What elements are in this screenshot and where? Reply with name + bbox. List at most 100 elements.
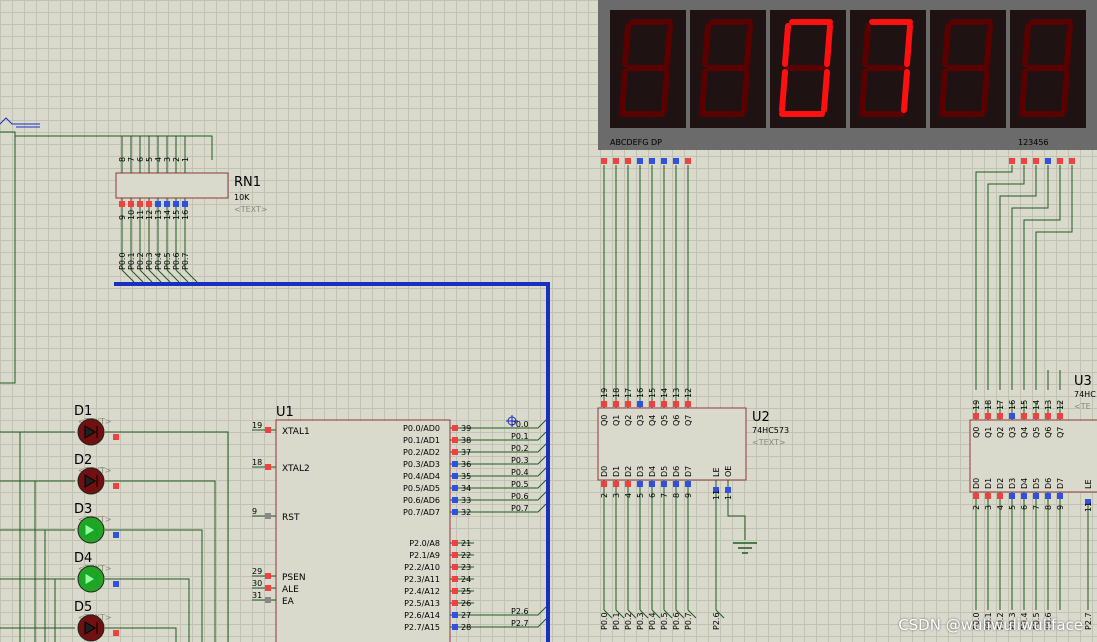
pin-marker	[1057, 493, 1063, 499]
led-d1[interactable]: D1<TEXT>	[74, 404, 119, 446]
latch-u3[interactable]: U3 74HC <TE 19Q018Q117Q216Q315Q414Q513Q6…	[969, 374, 1097, 630]
latch-d-pin-num: 6	[1020, 505, 1029, 510]
latch-d-pin-name: D7	[1056, 478, 1065, 489]
u1-net-label: P0.1	[511, 432, 529, 441]
segment-c	[661, 69, 670, 113]
latch-q-pin-name: Q4	[648, 415, 657, 426]
pin-marker	[973, 493, 979, 499]
rn1-ref: RN1	[234, 175, 261, 190]
latch-q-pin-num: 19	[972, 400, 981, 410]
u1-net-label: P0.5	[511, 480, 529, 489]
latch-net-label: P2.6	[712, 612, 721, 630]
latch-q-pin-name: Q7	[684, 415, 693, 426]
rn1-top-pin-num: 3	[163, 157, 172, 162]
led-d2[interactable]: D2<TEXT>	[74, 453, 119, 495]
latch-q-pin-name: Q1	[612, 415, 621, 426]
pin-marker	[119, 201, 125, 207]
rn1-top-pin-num: 5	[145, 157, 154, 162]
rn1-top-pin-num: 8	[118, 157, 127, 162]
pin-marker	[625, 158, 631, 164]
pin-marker	[452, 509, 458, 515]
digit-3	[770, 10, 846, 128]
u1-pin-num: 35	[461, 472, 471, 481]
latch-d-pin-name: D5	[1032, 478, 1041, 489]
digit-5	[930, 10, 1006, 128]
u1-pin-num: 26	[461, 599, 471, 608]
pin-marker	[673, 401, 679, 407]
u1-pin-name: P0.6/AD6	[403, 496, 440, 505]
segment-b	[664, 23, 673, 67]
u1-pin-num: 32	[461, 508, 471, 517]
u1-ref: U1	[276, 405, 294, 420]
latch-ctl-pin-name: OE	[724, 466, 733, 477]
pin-marker	[452, 473, 458, 479]
latch-net-label: P0.5	[660, 612, 669, 630]
segment-e	[1019, 69, 1028, 113]
power-terminal-icon[interactable]	[0, 117, 40, 128]
latch-d-pin-num: 9	[684, 493, 693, 498]
u1-pin-name: XTAL2	[282, 464, 310, 474]
led-ref: D3	[74, 502, 92, 517]
rn1-net-label: P0.4	[154, 252, 163, 270]
seven-segment-display[interactable]: ABCDEFG DP 123456	[598, 0, 1097, 164]
digit-select-label: 123456	[1018, 138, 1049, 147]
u1-pin-num: 25	[461, 587, 471, 596]
latch-ctl-pin-num: 1	[724, 495, 733, 500]
u1-pin-num: 33	[461, 496, 471, 505]
pin-marker	[601, 481, 607, 487]
pin-marker	[649, 158, 655, 164]
pin-marker	[452, 425, 458, 431]
latch-q-pin-name: Q3	[1008, 427, 1017, 438]
display-pins	[601, 158, 1075, 164]
pin-marker	[1033, 493, 1039, 499]
latch-net-label: P0.4	[1020, 612, 1029, 630]
latch-net-label: P0.5	[1032, 612, 1041, 630]
latch-q-pin-num: 16	[636, 388, 645, 398]
latch-q-pin-name: Q7	[1056, 427, 1065, 438]
u1-pin-name: P2.3/A11	[404, 575, 440, 584]
u1-net-label: P0.4	[511, 468, 529, 477]
latch-q-pin-name: Q2	[996, 427, 1005, 438]
pin-marker	[265, 573, 271, 579]
rn1-bottom-pin-num: 15	[172, 210, 181, 220]
segment-e	[859, 69, 868, 113]
pin-marker	[685, 158, 691, 164]
u1-pin-num: 28	[461, 623, 471, 632]
u1-pin-name: PSEN	[282, 573, 306, 583]
latch-q-pin-num: 15	[1020, 400, 1029, 410]
u2-pins: 19Q018Q117Q216Q315Q414Q513Q612Q7D02P0.0D…	[600, 388, 733, 630]
latch-d-pin-num: 4	[624, 493, 633, 498]
rn1-net-label: P0.5	[163, 252, 172, 270]
u3-text: <TE	[1074, 402, 1091, 411]
rn1-top-pin-num: 7	[127, 157, 136, 162]
rn1-bottom-pin-num: 14	[163, 210, 172, 220]
segment-f	[702, 23, 711, 67]
led-d5[interactable]: D5<TEXT>	[74, 600, 119, 642]
led-d3[interactable]: D3<TEXT>	[74, 502, 119, 544]
latch-d-pin-name: D3	[1008, 478, 1017, 489]
digit-4	[850, 10, 926, 128]
led-ref: D5	[74, 600, 92, 615]
pin-marker	[725, 487, 731, 493]
latch-u2[interactable]: U2 74HC573 <TEXT> 19Q018Q117Q216Q315Q414…	[597, 388, 789, 630]
pin-marker	[452, 461, 458, 467]
latch-q-pin-name: Q5	[1032, 427, 1041, 438]
pin-marker	[128, 201, 134, 207]
u1-pin-name: XTAL1	[282, 427, 310, 437]
latch-d-pin-num: 3	[612, 493, 621, 498]
pin-marker	[685, 401, 691, 407]
u1-pin-num: 31	[252, 591, 262, 600]
latch-d-pin-name: D3	[636, 466, 645, 477]
rn1-bottom-pin-num: 10	[127, 210, 136, 220]
led-d4[interactable]: D4<TEXT>	[74, 551, 119, 593]
pin-marker	[1057, 413, 1063, 419]
pin-marker	[713, 487, 719, 493]
pin-marker	[1045, 493, 1051, 499]
latch-d-pin-name: D1	[612, 466, 621, 477]
latch-q-pin-name: Q4	[1020, 427, 1029, 438]
